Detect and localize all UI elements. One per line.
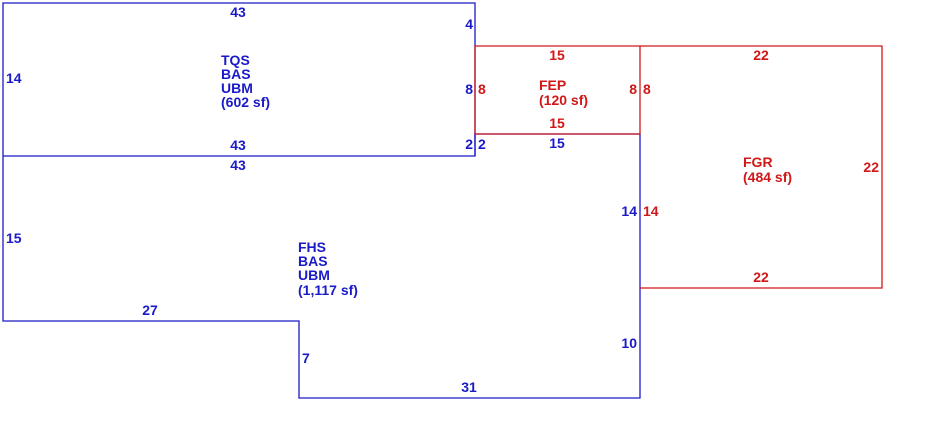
- fgr-dim-left-lower: 14: [643, 203, 659, 219]
- fhs-dim-top: 43: [230, 157, 246, 173]
- fgr-dim-bottom: 22: [753, 269, 769, 285]
- fep-dim-right: 8: [629, 81, 637, 97]
- fhs-label-area: (1,117 sf): [298, 282, 358, 298]
- fhs-label-line-1: FHS: [298, 239, 326, 255]
- fhs-dim-bottom: 31: [461, 379, 477, 395]
- tqs-label-area: (602 sf): [221, 94, 270, 110]
- area-fgr: FGR (484 sf) 22 8 14 22 22: [640, 45, 883, 289]
- fhs-outline: [2, 133, 641, 399]
- fgr-dim-left: 8: [643, 81, 651, 97]
- fhs-dim-right-lower: 10: [621, 335, 637, 351]
- area-fhs: FHS BAS UBM (1,117 sf) 43 2 15 15 27 7 3…: [2, 133, 641, 399]
- area-tqs: TQS BAS UBM (602 sf) 43 14 4 8 2 43: [2, 2, 476, 156]
- tqs-dim-left: 14: [6, 70, 22, 86]
- tqs-label-line-2: BAS: [221, 66, 251, 82]
- fep-dim-bottom: 15: [549, 115, 565, 131]
- tqs-dim-bottom: 43: [230, 137, 246, 153]
- fhs-label-line-2: BAS: [298, 253, 328, 269]
- fep-dim-left: 8: [478, 81, 486, 97]
- tqs-label-line-3: UBM: [221, 80, 253, 96]
- fgr-dim-top: 22: [753, 47, 769, 63]
- fhs-dim-step: 7: [302, 350, 310, 366]
- fgr-label: FGR: [743, 154, 773, 170]
- fgr-label-area: (484 sf): [743, 169, 792, 185]
- area-fep: FEP (120 sf) 15 8 8 15: [474, 45, 641, 135]
- fgr-dim-right: 22: [863, 159, 879, 175]
- fhs-dim-bottom-left: 27: [142, 302, 158, 318]
- fhs-dim-top-right: 2: [478, 136, 486, 152]
- fhs-dim-right-upper: 14: [621, 203, 637, 219]
- fep-label-area: (120 sf): [539, 92, 588, 108]
- fgr-outline: [640, 45, 883, 289]
- tqs-dim-right-upper: 4: [465, 16, 473, 32]
- fhs-dim-fep-under: 15: [549, 135, 565, 151]
- tqs-label-line-1: TQS: [221, 52, 250, 68]
- fhs-label-line-3: UBM: [298, 267, 330, 283]
- fhs-dim-left: 15: [6, 230, 22, 246]
- fep-label: FEP: [539, 77, 566, 93]
- tqs-dim-right-lower: 2: [465, 136, 473, 152]
- fep-dim-top: 15: [549, 47, 565, 63]
- tqs-dim-top: 43: [230, 4, 246, 20]
- tqs-dim-right-mid: 8: [465, 81, 473, 97]
